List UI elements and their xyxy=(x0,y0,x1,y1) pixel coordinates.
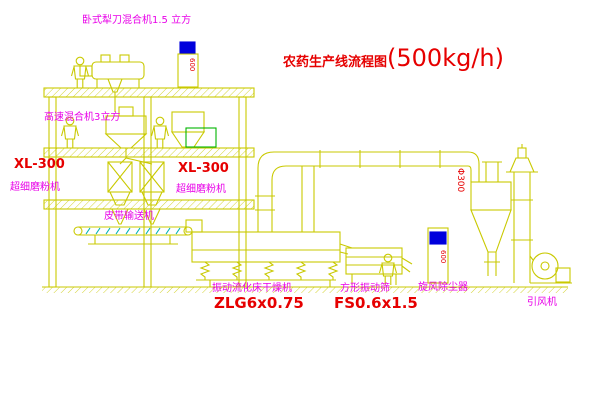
diagram-title: 农药生产线流程图(500kg/h) xyxy=(283,44,504,72)
conveyor-belt-hatch xyxy=(85,227,181,235)
label-horizontal-mixer: 卧式犁刀混合机1.5 立方 xyxy=(82,15,192,26)
high-speed-mixer-machine xyxy=(104,106,153,165)
label-mill-left-name: 超细磨粉机 xyxy=(10,182,60,193)
belt-conveyor-machine xyxy=(73,226,193,245)
label-mill-center-name: 超细磨粉机 xyxy=(176,184,226,195)
elevator-top-code: 600 xyxy=(188,58,196,71)
label-belt-conveyor: 皮带输送机 xyxy=(104,211,154,222)
worker-ground xyxy=(378,253,398,286)
vibrating-screen-machine xyxy=(339,243,413,285)
duct-diameter-label: Φ300 xyxy=(455,168,465,193)
diagram-title-capacity: (500kg/h) xyxy=(387,44,504,72)
elevator-cabinet-top xyxy=(177,41,199,88)
label-cyclone-name: 旋风除尘器 xyxy=(418,282,468,293)
exhaust-stack xyxy=(506,144,538,283)
discharge-chutes xyxy=(111,208,161,225)
diagram-title-text: 农药生产线流程图 xyxy=(283,55,388,70)
label-fluid-bed-name: 振动流化床干燥机 xyxy=(212,283,292,294)
label-mill-left-model: XL-300 xyxy=(14,157,65,172)
label-fluid-bed-model: ZLG6x0.75 xyxy=(214,294,304,312)
label-screen-name: 方形振动筛 xyxy=(340,283,390,294)
label-fan-name: 引风机 xyxy=(527,297,557,308)
label-mill-center-model: XL-300 xyxy=(178,161,229,176)
green-panel xyxy=(185,127,217,148)
fluid-bed-dryer-machine xyxy=(185,219,341,287)
horizontal-mixer-machine xyxy=(79,54,145,112)
exhaust-duct xyxy=(255,150,480,232)
dust-collector-cabinet xyxy=(427,227,449,284)
cabinet-right-code: 600 xyxy=(439,250,447,263)
worker-level2-center xyxy=(150,116,170,149)
mill-left-machine xyxy=(107,161,133,206)
induced-draft-fan-machine xyxy=(529,252,572,284)
feed-bin xyxy=(170,111,206,148)
label-high-speed-mixer: 高速混合机3立方 xyxy=(44,112,121,123)
ground-line xyxy=(42,286,568,293)
label-screen-model: FS0.6x1.5 xyxy=(334,294,418,312)
mill-right-machine xyxy=(139,161,165,206)
cyclone-separator-machine xyxy=(470,161,512,276)
